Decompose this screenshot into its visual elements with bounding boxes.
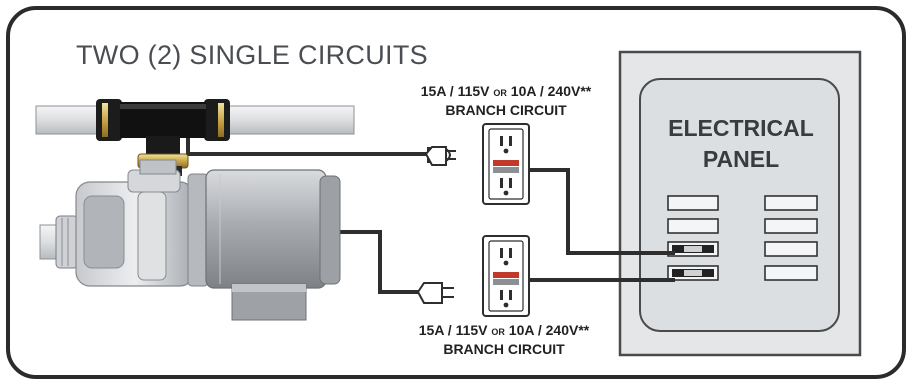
seal-plate bbox=[187, 173, 209, 287]
plug-1 bbox=[424, 146, 456, 166]
receptacle-2 bbox=[482, 235, 530, 317]
branch-circuit-text: BRANCH CIRCUIT bbox=[445, 102, 567, 118]
receptacle-1 bbox=[482, 123, 530, 205]
tee-stem bbox=[146, 136, 180, 158]
branch-circuit-label-1: 15A / 115V OR 10A / 240V** BRANCH CIRCUI… bbox=[396, 83, 616, 119]
electrical-panel bbox=[618, 50, 862, 357]
branch-circuit-label-2: 15A / 115V OR 10A / 240V** BRANCH CIRCUI… bbox=[394, 322, 614, 358]
wire-motor-to-plug2 bbox=[340, 230, 420, 294]
breaker-slot bbox=[667, 218, 719, 234]
pipe-left bbox=[35, 105, 107, 135]
wiring bbox=[186, 136, 675, 294]
pipe-right bbox=[221, 105, 355, 135]
breaker-slot bbox=[764, 218, 818, 234]
diagram-title: TWO (2) SINGLE CIRCUITS bbox=[76, 40, 428, 70]
breaker-active-2 bbox=[667, 265, 719, 281]
wire-chlorinator-to-plug1 bbox=[186, 136, 428, 156]
test-reset-indicator bbox=[493, 160, 519, 166]
union-right bbox=[204, 99, 230, 141]
motor-body bbox=[205, 169, 327, 289]
breaker-slot bbox=[667, 195, 719, 211]
breaker-slot bbox=[764, 265, 818, 281]
plug-2 bbox=[416, 282, 454, 304]
breaker-slot bbox=[764, 241, 818, 257]
breaker-active-1 bbox=[667, 241, 719, 257]
test-reset-indicator bbox=[493, 272, 519, 278]
union-left bbox=[96, 99, 122, 141]
panel-label-line1: ELECTRICAL bbox=[668, 115, 814, 141]
wire-receptacle1-to-panel bbox=[529, 168, 675, 255]
breaker-slot bbox=[764, 195, 818, 211]
circuit-rating-line: 15A / 115V OR 10A / 240V** bbox=[420, 83, 592, 99]
panel-label-line2: PANEL bbox=[702, 146, 780, 172]
branch-circuit-text: BRANCH CIRCUIT bbox=[443, 341, 565, 357]
pump-motor bbox=[39, 159, 341, 321]
circuit-rating-line: 15A / 115V OR 10A / 240V** bbox=[418, 322, 590, 338]
panel-label: ELECTRICAL PANEL bbox=[652, 113, 830, 175]
